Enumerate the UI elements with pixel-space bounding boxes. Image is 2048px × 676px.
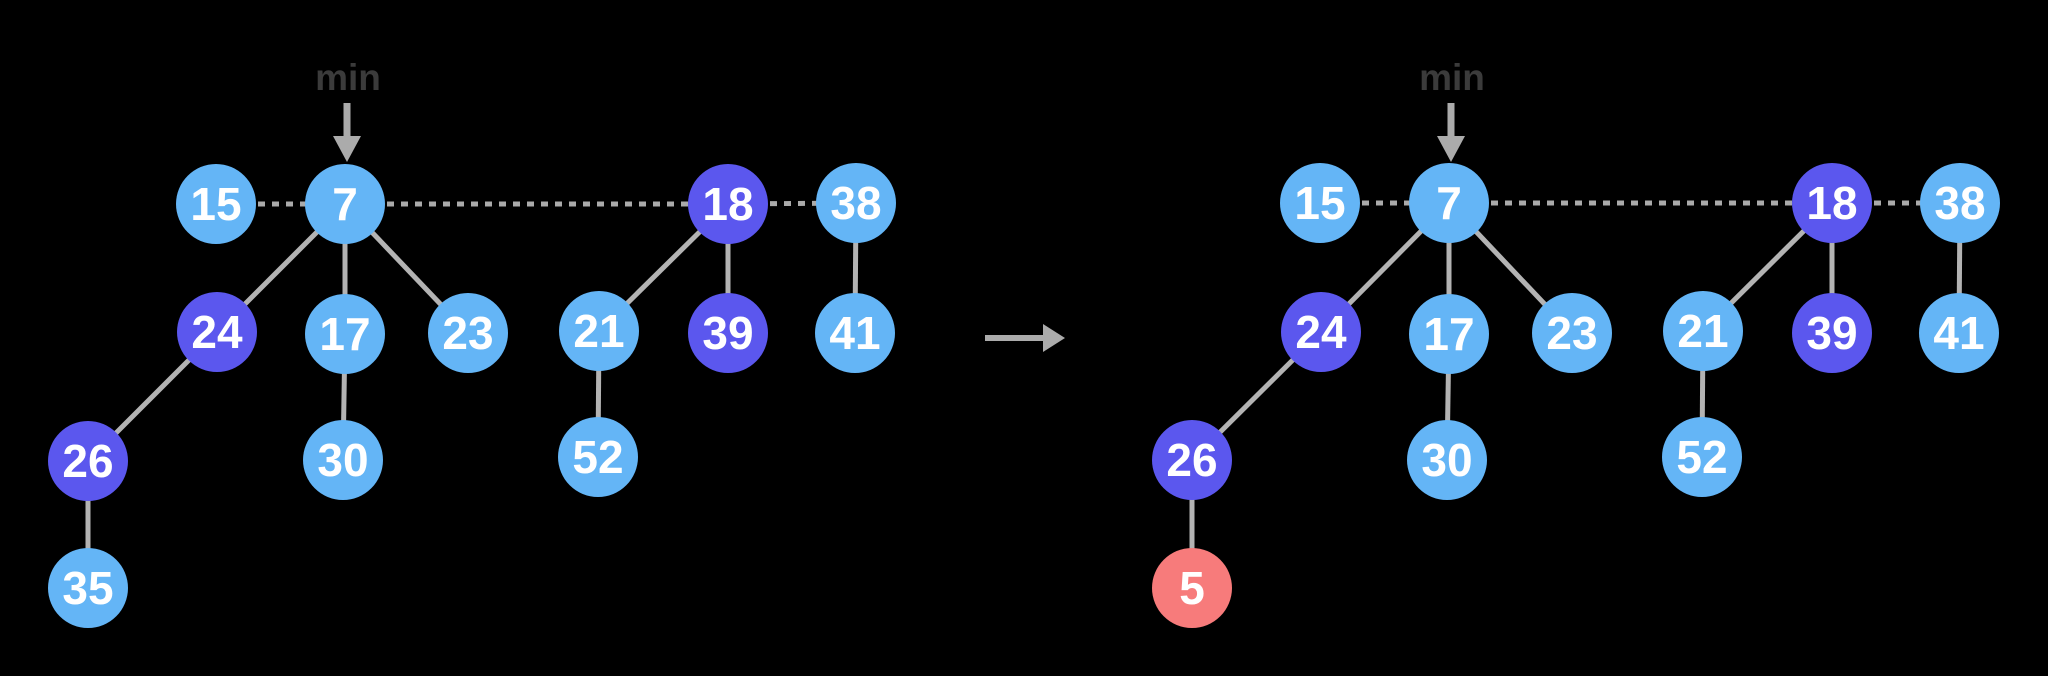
node-52-label: 52 bbox=[572, 431, 623, 483]
panel-before: 15 7 18 38 24 17 23 21 39 41 26 30 52 35 min bbox=[48, 57, 896, 628]
node-17-circle bbox=[305, 294, 385, 374]
node-15-circle bbox=[176, 164, 256, 244]
node-7-label: 7 bbox=[1436, 177, 1462, 229]
node-23-label: 23 bbox=[1546, 307, 1597, 359]
node-41-circle bbox=[1919, 293, 1999, 373]
node-38-label: 38 bbox=[830, 177, 881, 229]
heap-node-39: 39 bbox=[688, 293, 768, 373]
heap-node-24: 24 bbox=[1281, 292, 1361, 372]
node-30-circle bbox=[303, 420, 383, 500]
min-arrow-head-icon bbox=[1437, 136, 1465, 162]
node-39-circle bbox=[1792, 293, 1872, 373]
node-18-label: 18 bbox=[1806, 177, 1857, 229]
heap-node-7: 7 bbox=[1409, 163, 1489, 243]
node-15-circle bbox=[1280, 163, 1360, 243]
node-17-label: 17 bbox=[319, 308, 370, 360]
node-18-circle bbox=[688, 164, 768, 244]
node-23-circle bbox=[428, 293, 508, 373]
heap-node-52: 52 bbox=[1662, 417, 1742, 497]
panel-after: 15 7 18 38 24 17 23 21 39 41 26 30 52 5 min bbox=[1152, 57, 2000, 628]
node-26-circle bbox=[48, 421, 128, 501]
heap-node-23: 23 bbox=[428, 293, 508, 373]
node-17-label: 17 bbox=[1423, 308, 1474, 360]
heap-node-18: 18 bbox=[688, 164, 768, 244]
heap-node-38: 38 bbox=[1920, 163, 2000, 243]
node-52-circle bbox=[558, 417, 638, 497]
node-52-label: 52 bbox=[1676, 431, 1727, 483]
node-38-circle bbox=[816, 163, 896, 243]
node-7-label: 7 bbox=[332, 178, 358, 230]
heap-node-18: 18 bbox=[1792, 163, 1872, 243]
heap-node-21: 21 bbox=[1663, 291, 1743, 371]
node-21-label: 21 bbox=[573, 305, 624, 357]
node-30-label: 30 bbox=[1421, 434, 1472, 486]
node-26-circle bbox=[1152, 420, 1232, 500]
heap-node-7: 7 bbox=[305, 164, 385, 244]
heap-node-30: 30 bbox=[1407, 420, 1487, 500]
heap-node-24: 24 bbox=[177, 292, 257, 372]
heap-node-41: 41 bbox=[1919, 293, 1999, 373]
node-21-circle bbox=[559, 291, 639, 371]
min-pointer-before: min bbox=[315, 57, 381, 162]
node-39-label: 39 bbox=[702, 307, 753, 359]
node-24-label: 24 bbox=[1295, 306, 1347, 358]
node-18-label: 18 bbox=[702, 178, 753, 230]
node-30-label: 30 bbox=[317, 434, 368, 486]
node-5-label: 5 bbox=[1179, 562, 1205, 614]
transition-arrow-head-icon bbox=[1043, 324, 1065, 352]
node-21-label: 21 bbox=[1677, 305, 1728, 357]
heap-node-30: 30 bbox=[303, 420, 383, 500]
heap-node-15: 15 bbox=[1280, 163, 1360, 243]
node-52-circle bbox=[1662, 417, 1742, 497]
transition-arrow bbox=[985, 324, 1065, 352]
heap-node-23: 23 bbox=[1532, 293, 1612, 373]
node-24-circle bbox=[1281, 292, 1361, 372]
node-15-label: 15 bbox=[1294, 177, 1345, 229]
node-26-label: 26 bbox=[62, 435, 113, 487]
heap-node-21: 21 bbox=[559, 291, 639, 371]
node-35-label: 35 bbox=[62, 562, 113, 614]
node-38-circle bbox=[1920, 163, 2000, 243]
node-39-label: 39 bbox=[1806, 307, 1857, 359]
heap-node-17: 17 bbox=[305, 294, 385, 374]
heap-node-17: 17 bbox=[1409, 294, 1489, 374]
min-pointer-label: min bbox=[315, 57, 381, 98]
heap-node-35: 35 bbox=[48, 548, 128, 628]
node-41-label: 41 bbox=[829, 307, 880, 359]
node-15-label: 15 bbox=[190, 178, 241, 230]
heap-node-5: 5 bbox=[1152, 548, 1232, 628]
node-35-circle bbox=[48, 548, 128, 628]
min-pointer-label: min bbox=[1419, 57, 1485, 98]
heap-node-26: 26 bbox=[48, 421, 128, 501]
node-41-circle bbox=[815, 293, 895, 373]
min-pointer-after: min bbox=[1419, 57, 1485, 162]
node-30-circle bbox=[1407, 420, 1487, 500]
node-5-circle bbox=[1152, 548, 1232, 628]
node-21-circle bbox=[1663, 291, 1743, 371]
heap-node-26: 26 bbox=[1152, 420, 1232, 500]
heap-node-38: 38 bbox=[816, 163, 896, 243]
node-23-label: 23 bbox=[442, 307, 493, 359]
node-7-circle bbox=[1409, 163, 1489, 243]
heap-node-41: 41 bbox=[815, 293, 895, 373]
node-23-circle bbox=[1532, 293, 1612, 373]
node-24-circle bbox=[177, 292, 257, 372]
node-18-circle bbox=[1792, 163, 1872, 243]
node-24-label: 24 bbox=[191, 306, 243, 358]
node-7-circle bbox=[305, 164, 385, 244]
min-arrow-head-icon bbox=[333, 136, 361, 162]
heap-node-15: 15 bbox=[176, 164, 256, 244]
heap-node-52: 52 bbox=[558, 417, 638, 497]
node-41-label: 41 bbox=[1933, 307, 1984, 359]
heap-node-39: 39 bbox=[1792, 293, 1872, 373]
node-39-circle bbox=[688, 293, 768, 373]
node-17-circle bbox=[1409, 294, 1489, 374]
node-38-label: 38 bbox=[1934, 177, 1985, 229]
node-26-label: 26 bbox=[1166, 434, 1217, 486]
